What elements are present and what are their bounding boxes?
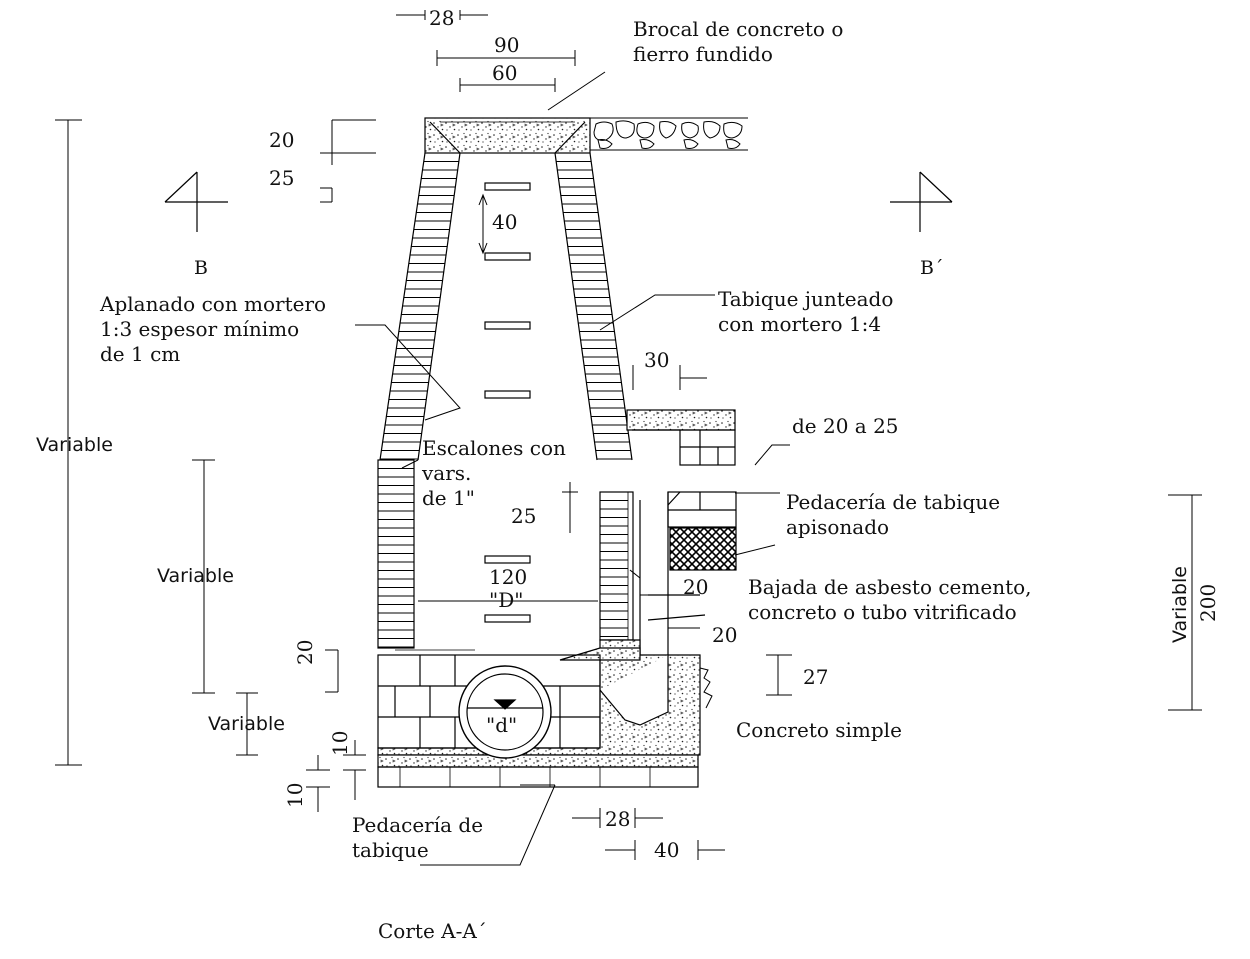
dim-25-top: 25	[269, 166, 295, 190]
label-tabique-junteado: Tabique junteado con mortero 1:4	[718, 287, 894, 336]
dim-60: 60	[492, 61, 518, 85]
dim-28-top: 28	[429, 6, 455, 30]
step-rungs	[484, 182, 531, 623]
dim-variable-right: Variable	[1169, 566, 1191, 643]
cylinder-wall-right	[599, 491, 634, 641]
base-concrete	[377, 639, 713, 788]
pavement-cobbles	[590, 117, 748, 151]
dim-variable-bottom: Variable	[208, 713, 285, 735]
label-pedaceria: Pedacería de tabique	[352, 813, 484, 862]
dim-27: 27	[803, 665, 829, 689]
label-de-20-a-25: de 20 a 25	[792, 414, 899, 438]
upper-inlet-block	[626, 409, 736, 466]
brocal-top-slab	[424, 117, 591, 154]
dim-20-top: 20	[269, 128, 295, 152]
dim-20-a: 20	[683, 575, 709, 599]
leader-lines	[355, 71, 790, 866]
section-mark-b: B	[194, 257, 208, 279]
label-escalones: Escalones con vars. de 1"	[422, 436, 566, 510]
dim-20-left: 20	[293, 639, 317, 665]
dim-40: 40	[492, 210, 518, 234]
dim-10-b: 10	[283, 782, 307, 808]
label-diameter-d: "d"	[486, 713, 518, 737]
dim-20-b: 20	[712, 623, 738, 647]
dim-variable-overall: Variable	[36, 434, 113, 456]
label-diameter-D: "D"	[489, 588, 524, 612]
label-brocal: Brocal de concreto o fierro fundido	[633, 17, 844, 66]
dim-10-a: 10	[328, 730, 352, 756]
dimension-lines	[55, 10, 1202, 860]
dim-28-bottom: 28	[605, 807, 631, 831]
dim-30: 30	[644, 348, 670, 372]
label-pedaceria-apisonado: Pedacería de tabique apisonado	[786, 490, 1001, 539]
drawing-caption: Corte A-A´	[378, 919, 487, 943]
dim-200: 200	[1196, 583, 1220, 622]
dim-25-mid: 25	[511, 504, 537, 528]
cone-bricks-right	[556, 161, 632, 460]
dim-120: 120	[489, 565, 528, 589]
dim-90: 90	[494, 33, 520, 57]
cylinder-bricks-right	[600, 500, 628, 637]
label-concreto-simple: Concreto simple	[736, 718, 902, 742]
label-aplanado: Aplanado con mortero 1:3 espesor mínimo …	[100, 292, 327, 366]
dim-variable-middle: Variable	[157, 565, 234, 587]
section-marker-right	[890, 171, 953, 232]
label-bajada: Bajada de asbesto cemento, concreto o tu…	[748, 575, 1032, 624]
cylinder-bricks-left	[378, 468, 414, 648]
section-mark-b-prime: B´	[920, 257, 944, 279]
section-marker-left	[164, 171, 228, 232]
rubble-fill-block	[667, 491, 737, 655]
cone-bricks-left	[380, 161, 459, 460]
outlet-pipe	[458, 665, 552, 759]
dim-40-bottom: 40	[654, 838, 680, 862]
